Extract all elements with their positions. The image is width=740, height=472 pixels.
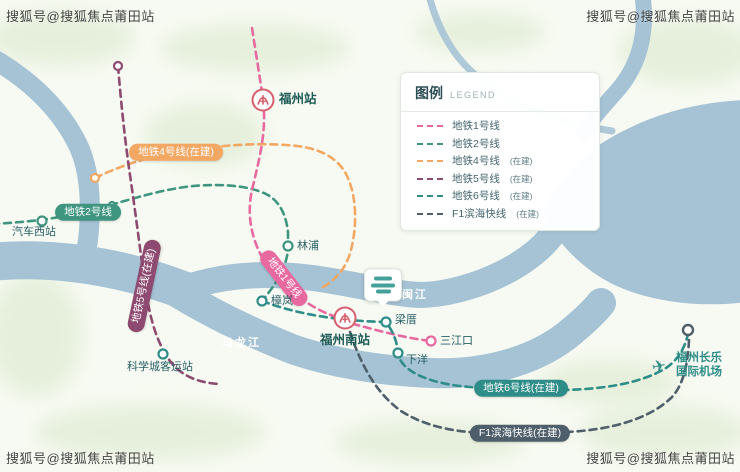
legend-item-line6: 地铁6号线 (在建) — [417, 191, 583, 202]
station-dot-qichexizhan — [36, 215, 48, 227]
line1-dash-icon — [417, 125, 443, 128]
label-zhanglan: 樟岚 — [271, 295, 293, 307]
badge-f1: F1滨海快线(在建) — [469, 424, 571, 442]
legend-item-line4: 地铁4号线 (在建) — [417, 156, 583, 167]
badge-line6: 地铁6号线(在建) — [474, 379, 568, 397]
legend-subtitle: LEGEND — [450, 90, 497, 100]
minjiang-river-path — [169, 214, 570, 309]
metro-line6-path — [260, 299, 690, 392]
legend-title: 图例 — [415, 85, 443, 101]
label-wulongjiang-river: 乌龙江 — [222, 337, 261, 349]
label-minjiang-river: 闽江 — [402, 289, 428, 301]
badge-line4: 地铁4号线(在建) — [129, 143, 223, 161]
label-linpu: 林浦 — [297, 240, 319, 252]
legend-item-line5: 地铁5号线 (在建) — [417, 173, 583, 185]
station-dot-kexuecheng — [157, 348, 169, 360]
f1-dash-icon — [417, 212, 443, 215]
watermark-top-left: 搜狐号@搜狐焦点莆田站 — [6, 9, 155, 24]
project-marker — [364, 268, 402, 307]
watermark-top-right: 搜狐号@搜狐焦点莆田站 — [586, 9, 735, 24]
wulongjiang-river-path — [163, 278, 616, 389]
line5-dash-icon — [417, 177, 443, 180]
station-dot-zhanglan — [256, 295, 268, 307]
watermark-bottom-right: 搜狐号@搜狐焦点莆田站 — [586, 451, 735, 466]
legend-item-line2: 地铁2号线 — [417, 138, 583, 150]
label-qichexizhan: 汽车西站 — [12, 226, 56, 238]
station-dot-line5-end — [112, 60, 124, 72]
station-dot-sanjiangkou — [425, 335, 437, 347]
project-building-icon — [371, 274, 395, 296]
metro-f1-path — [348, 330, 691, 435]
legend-header: 图例 LEGEND — [401, 82, 599, 112]
station-dot-airport — [681, 323, 695, 337]
airport-label: 福州长乐 国际机场 — [676, 352, 722, 378]
fuzhou-south-station-icon — [333, 306, 357, 330]
legend-item-line1: 地铁1号线 — [417, 121, 583, 132]
line4-dash-icon — [417, 160, 443, 163]
label-kexuecheng: 科学城客运站 — [127, 361, 193, 373]
legend-items: 地铁1号线 地铁2号线 地铁4号线 (在建) 地铁5号线 (在建) 地铁6号线 — [401, 112, 599, 219]
label-xiayang: 下洋 — [406, 354, 428, 366]
station-dot-line4-end — [89, 172, 101, 184]
fuzhou-station-icon — [251, 88, 275, 112]
line2-dash-icon — [417, 142, 443, 145]
line6-dash-icon — [417, 195, 443, 198]
label-fuzhou-south-station: 福州南站 — [319, 333, 371, 347]
label-fuzhou-station: 福州站 — [279, 92, 317, 106]
label-sanjiangkou: 三江口 — [440, 335, 473, 347]
station-markers — [36, 60, 695, 360]
metro-line5-path — [116, 64, 222, 386]
legend-item-f1: F1滨海快线 (在建) — [417, 208, 583, 220]
watermark-bottom-left: 搜狐号@搜狐焦点莆田站 — [6, 451, 155, 466]
station-dot-linpu — [282, 240, 294, 252]
label-liangcuo: 梁厝 — [395, 314, 417, 326]
station-dot-liangcuo — [380, 316, 392, 328]
badge-line2: 地铁2号线 — [55, 203, 121, 221]
station-dot-xiayang — [392, 347, 404, 359]
legend: 图例 LEGEND 地铁1号线 地铁2号线 地铁4号线 (在建) 地铁5号线 — [400, 72, 600, 231]
